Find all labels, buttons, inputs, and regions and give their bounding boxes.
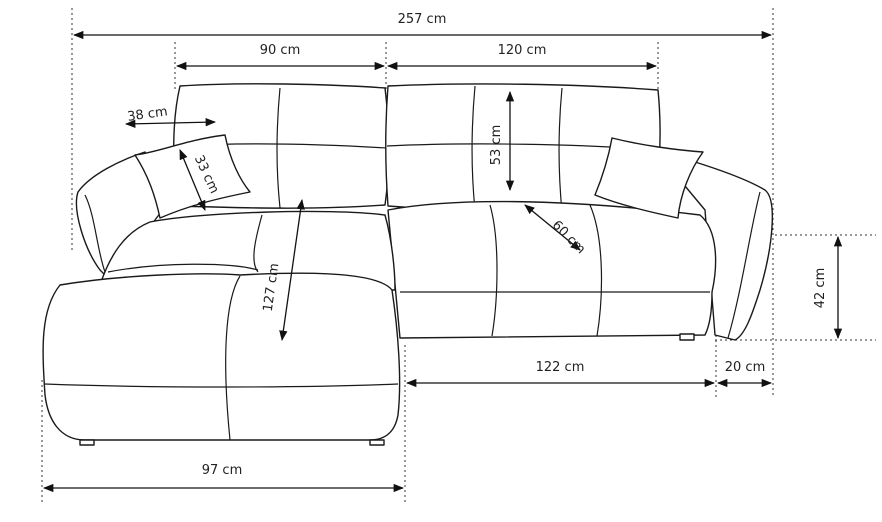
label-total-width: 257 cm <box>398 12 447 27</box>
label-seat-width: 122 cm <box>536 360 585 375</box>
label-armrest-width: 20 cm <box>725 360 766 375</box>
label-seat-height: 42 cm <box>813 268 828 309</box>
dimension-lines <box>42 30 843 493</box>
label-back-left-width: 90 cm <box>260 43 301 58</box>
label-back-right-width: 120 cm <box>498 43 547 58</box>
label-chaise-length: 127 cm <box>261 262 283 312</box>
label-back-cushion-height: 53 cm <box>489 125 504 166</box>
label-pillow-width: 38 cm <box>126 104 168 124</box>
sofa-outline <box>42 83 773 446</box>
label-chaise-width: 97 cm <box>202 463 243 478</box>
